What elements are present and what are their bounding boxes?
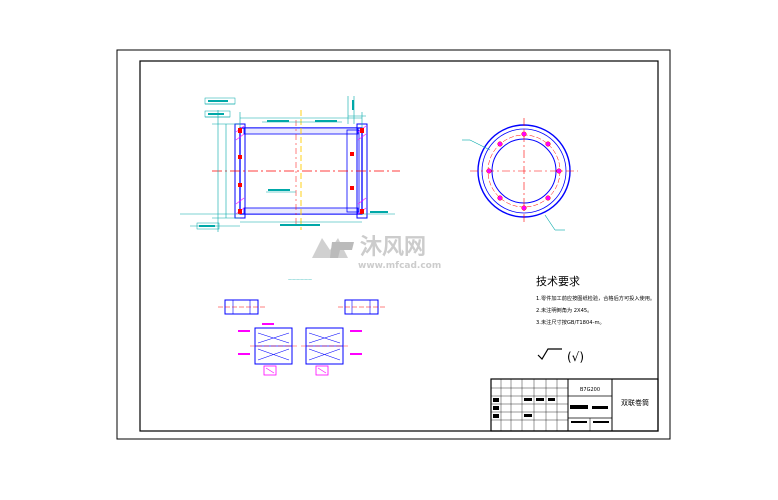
bolt-marker [238, 209, 242, 214]
bolt-marker [238, 155, 242, 159]
note-item: 3.未注尺寸按GB/T1804-m。 [536, 318, 605, 326]
note-item: 1.零件加工前应按图纸检验，合格后方可投入使用。 [536, 294, 655, 302]
mfcad-logo-icon [312, 238, 354, 258]
drawing-number: B7G200 [580, 387, 600, 393]
watermark-url: www.mfcad.com [358, 261, 441, 271]
bolt-hole [545, 195, 551, 201]
title-block [490, 378, 659, 432]
title-block-fills [493, 398, 609, 423]
roughness-symbol-icon: (√) [537, 348, 584, 364]
bolt-marker [360, 128, 364, 133]
drum-section-view [180, 96, 400, 232]
bolt-hole [556, 168, 562, 174]
bolt-marker [350, 186, 354, 190]
technical-notes: 技术要求 1.零件加工前应按图纸检验，合格后方可投入使用。 2.未注明倒角为 2… [536, 275, 655, 326]
bolt-marker [350, 152, 354, 156]
part-name: 双联卷筒 [621, 398, 649, 407]
bolt-hole [486, 168, 492, 174]
note-item: 2.未注明倒角为 2X45。 [536, 306, 592, 314]
bolt-hole [521, 205, 527, 211]
detail-part-views [218, 299, 385, 376]
outer-border [116, 49, 671, 440]
bolt-marker [238, 183, 242, 187]
bolt-hole [497, 195, 503, 201]
bolt-hole [497, 141, 503, 147]
watermark-brand: 沐风网 [360, 235, 426, 260]
watermark: 沐风网 www.mfcad.com [312, 235, 441, 271]
bolt-hole [521, 131, 527, 137]
notes-heading: 技术要求 [536, 275, 580, 288]
bolt-hole [545, 141, 551, 147]
roughness-label: (√) [567, 350, 584, 364]
bolt-marker [238, 128, 242, 133]
inner-border [139, 60, 659, 432]
section-caption: —————— [288, 277, 312, 282]
bolt-marker [360, 209, 364, 214]
drum-end-view [462, 118, 578, 231]
